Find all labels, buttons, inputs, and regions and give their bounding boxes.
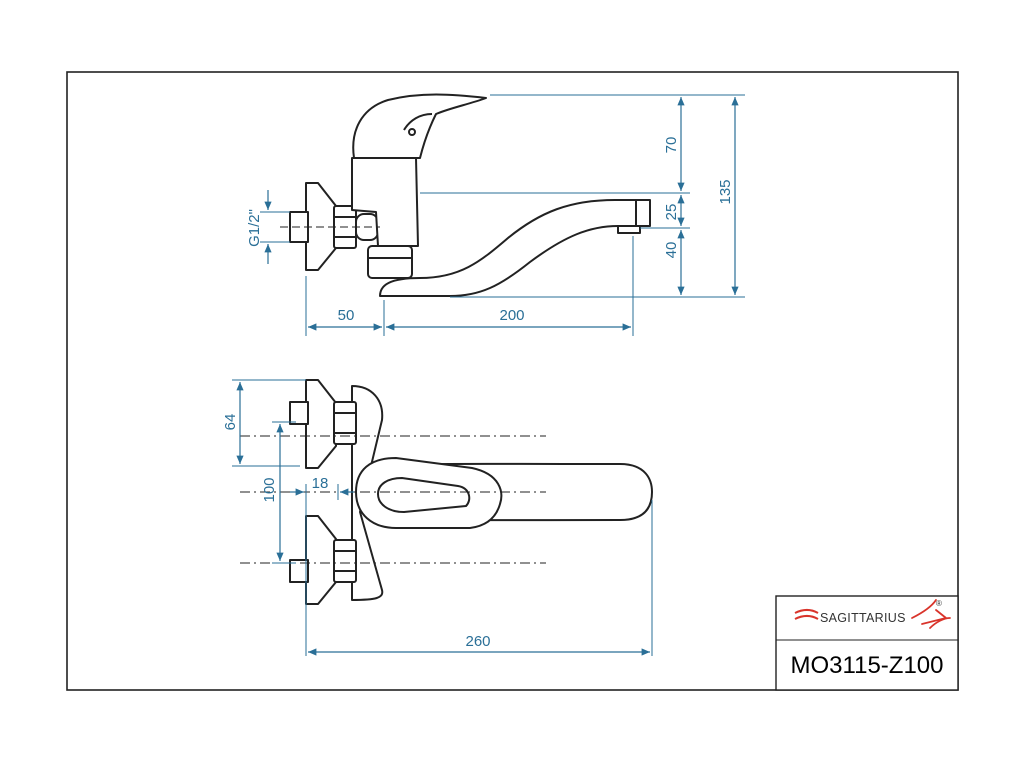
- lower-flange: [305, 515, 337, 605]
- drawing-frame: [66, 71, 959, 691]
- dim-spout-drop: 40: [663, 242, 680, 259]
- aerator: [635, 199, 651, 227]
- brand-arrow-icon: [911, 599, 951, 629]
- brand-name: SAGITTARIUS: [820, 611, 906, 625]
- dim-spout-reach: 200: [499, 307, 524, 324]
- dim-handle-height: 70: [663, 137, 680, 154]
- brand-swoosh-icon: [794, 609, 819, 620]
- brand-logo: SAGITTARIUS ®: [794, 599, 951, 629]
- top-view: [289, 379, 653, 605]
- dim-body-depth: 18: [312, 475, 329, 492]
- dim-wall-offset: 50: [338, 307, 355, 324]
- lever-grip: [377, 477, 471, 513]
- upper-nut: [333, 401, 357, 445]
- dim-thread: G1/2": [246, 209, 263, 247]
- side-view: [289, 93, 651, 297]
- title-block: SAGITTARIUS ® MO3115-Z100: [775, 595, 959, 691]
- spout: [379, 199, 641, 297]
- lower-nut: [333, 539, 357, 583]
- model-code: MO3115-Z100: [791, 652, 944, 679]
- dim-total-length: 260: [465, 633, 490, 650]
- dim-inlet-center: 100: [261, 477, 278, 502]
- registered-mark: ®: [936, 599, 942, 608]
- dim-pipe-spacing: 64: [222, 414, 239, 431]
- body-plate: [351, 385, 384, 601]
- dim-total-height: 135: [717, 179, 734, 204]
- dim-spout-gap: 25: [663, 204, 680, 221]
- upper-flange: [305, 379, 337, 469]
- lever-handle: [352, 93, 487, 159]
- spout-swivel: [367, 245, 413, 279]
